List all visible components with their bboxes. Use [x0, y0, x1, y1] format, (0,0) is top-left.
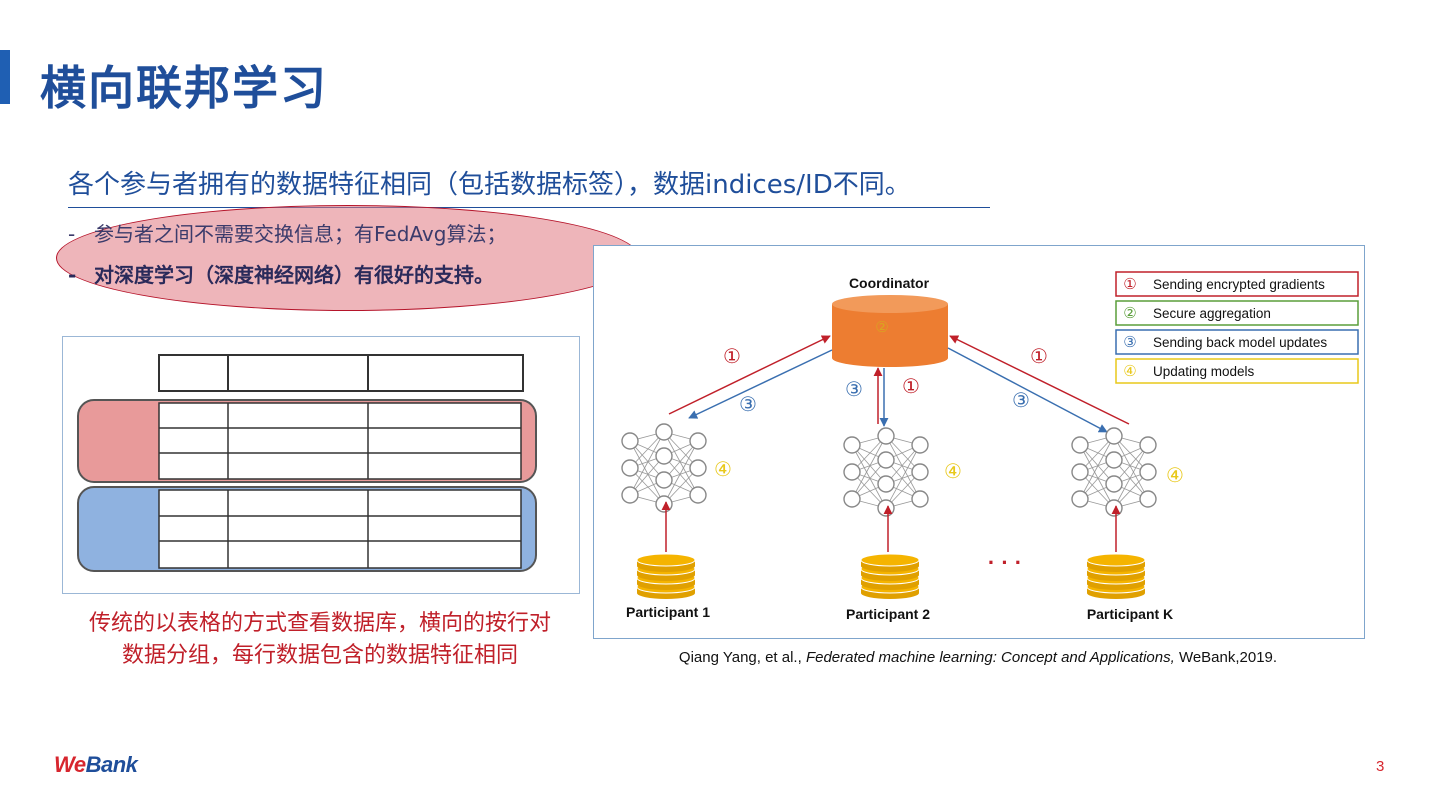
legend-number: ④ — [1123, 363, 1136, 380]
participant-1-label: Participant 1 — [626, 604, 710, 620]
legend-item: ① Sending encrypted gradients — [1115, 271, 1359, 297]
bullet-text: 对深度学习（深度神经网络）有很好的支持。 — [94, 263, 494, 287]
neural-networks — [621, 423, 1157, 517]
participant-2-label: Participant 2 — [846, 606, 930, 622]
legend-item: ② Secure aggregation — [1115, 300, 1359, 326]
step-3-right: ③ — [1012, 390, 1030, 412]
neural-network-icon — [843, 427, 929, 517]
citation-authors: Qiang Yang, et al., — [678, 649, 806, 666]
table-header — [158, 354, 524, 392]
legend: ① Sending encrypted gradients ② Secure aggr… — [1115, 271, 1359, 384]
subtitle: 各个参与者拥有的数据特征相同（包括数据标签），数据indices/ID不同。 — [68, 164, 990, 208]
highlight-ellipse — [56, 205, 640, 311]
logo-we: We — [54, 752, 86, 777]
legend-text: Updating models — [1153, 364, 1255, 379]
title-accent-bar — [0, 50, 10, 104]
database-icon — [860, 553, 920, 599]
citation-work: Federated machine learning: Concept and … — [805, 649, 1175, 666]
bullet-dash: - — [68, 263, 77, 287]
logo-bank: Bank — [85, 752, 138, 777]
coordinator-db — [832, 295, 948, 367]
legend-number: ③ — [1123, 334, 1136, 351]
participant-k-label: Participant K — [1087, 606, 1173, 622]
participant-databases — [636, 553, 1146, 599]
legend-number: ① — [1123, 276, 1136, 293]
legend-number: ② — [1123, 305, 1136, 322]
table-caption: 传统的以表格的方式查看数据库，横向的按行对 数据分组，每行数据包含的数据特征相同 — [62, 608, 578, 672]
legend-text: Secure aggregation — [1153, 306, 1271, 321]
legend-item: ③ Sending back model updates — [1115, 329, 1359, 355]
bullet-1: -参与者之间不需要交换信息；有FedAvg算法； — [68, 218, 506, 247]
legend-item: ④ Updating models — [1115, 358, 1359, 384]
table-svg — [77, 354, 537, 572]
ellipsis: · · · — [988, 550, 1022, 575]
page-title: 横向联邦学习 — [40, 61, 328, 115]
bullet-2: -对深度学习（深度神经网络）有很好的支持。 — [68, 259, 494, 288]
legend-text: Sending back model updates — [1153, 335, 1327, 350]
page-number: 3 — [1376, 758, 1385, 775]
database-icon — [1086, 553, 1146, 599]
legend-text: Sending encrypted gradients — [1153, 277, 1325, 292]
neural-network-icon — [1071, 427, 1157, 517]
step-3-left: ③ — [739, 394, 757, 416]
neural-network-icon — [621, 423, 707, 513]
table-illustration — [62, 336, 580, 594]
step-1-right: ① — [1030, 346, 1048, 368]
bullet-text: 参与者之间不需要交换信息；有FedAvg算法； — [94, 222, 507, 246]
citation-source: WeBank,2019. — [1174, 649, 1278, 666]
architecture-diagram: Coordinator ② ① ③ ③ ① ① ③ ④ ④ ④ · · — [593, 245, 1365, 639]
step-1-left: ① — [723, 346, 741, 368]
caption-line-1: 传统的以表格的方式查看数据库，横向的按行对 — [88, 611, 551, 636]
step-4-center: ④ — [944, 461, 962, 483]
citation: Qiang Yang, et al., Federated machine le… — [593, 649, 1363, 666]
step-1-center: ① — [902, 376, 920, 398]
diagram-svg: Coordinator ② ① ③ ③ ① ① ③ ④ ④ ④ · · — [621, 271, 1359, 622]
coordinator-label: Coordinator — [849, 275, 930, 291]
step-4-left: ④ — [714, 459, 732, 481]
webank-logo: WeBank — [54, 752, 138, 778]
step-4-right: ④ — [1166, 465, 1184, 487]
database-icon — [636, 553, 696, 599]
bullet-dash: - — [68, 222, 76, 246]
step-3-center: ③ — [845, 379, 863, 401]
coordinator-step: ② — [875, 319, 888, 336]
caption-line-2: 数据分组，每行数据包含的数据特征相同 — [121, 643, 518, 668]
